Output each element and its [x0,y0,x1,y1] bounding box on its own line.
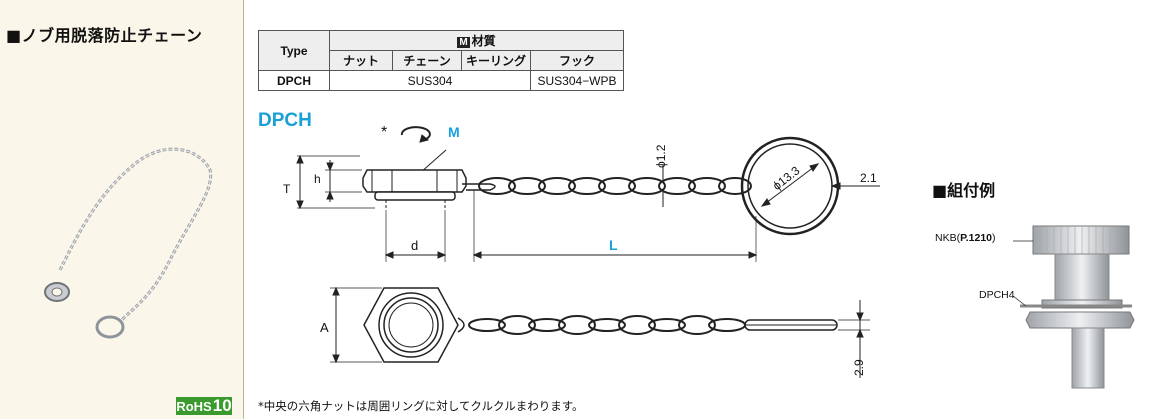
material-header-text: 材質 [471,34,496,48]
dim-T: T [283,182,291,196]
rohs-prefix: RoHS [176,398,212,414]
knob-model: NKB [935,232,957,244]
rotation-asterisk: * [381,124,388,141]
row-material-shared: SUS304 [329,70,531,91]
dim-d: d [411,238,419,253]
page-reference: P.1210 [960,232,993,244]
dim-h: h [314,172,321,186]
dim-wire-dia: ϕ1.2 [654,144,668,168]
rohs-number: 10 [212,396,232,415]
knob-label: NKB(P.1210) [935,232,996,244]
dim-ring-thickness: 2.1 [860,171,877,185]
assembly-title: ■組付例 [932,181,996,200]
thread-label-m: M [448,124,460,140]
footnote: *中央の六角ナットは周囲リングに対してクルクルまわります。 [258,399,584,413]
dim-L: L [609,237,618,253]
col-chain: チェーン [392,50,462,71]
dim-hook-height: 2.9 [852,359,866,376]
material-badge: M [457,37,470,48]
chain-product-photo [44,147,213,339]
col-hook: フック [530,50,624,71]
row-material-hook: SUS304−WPB [530,70,624,91]
dim-A: A [320,320,329,335]
chain-model-label: DPCH4 [979,289,1015,301]
product-title: ■ノブ用脱落防止チェーン [6,26,203,45]
drawing-title: DPCH [258,110,312,131]
